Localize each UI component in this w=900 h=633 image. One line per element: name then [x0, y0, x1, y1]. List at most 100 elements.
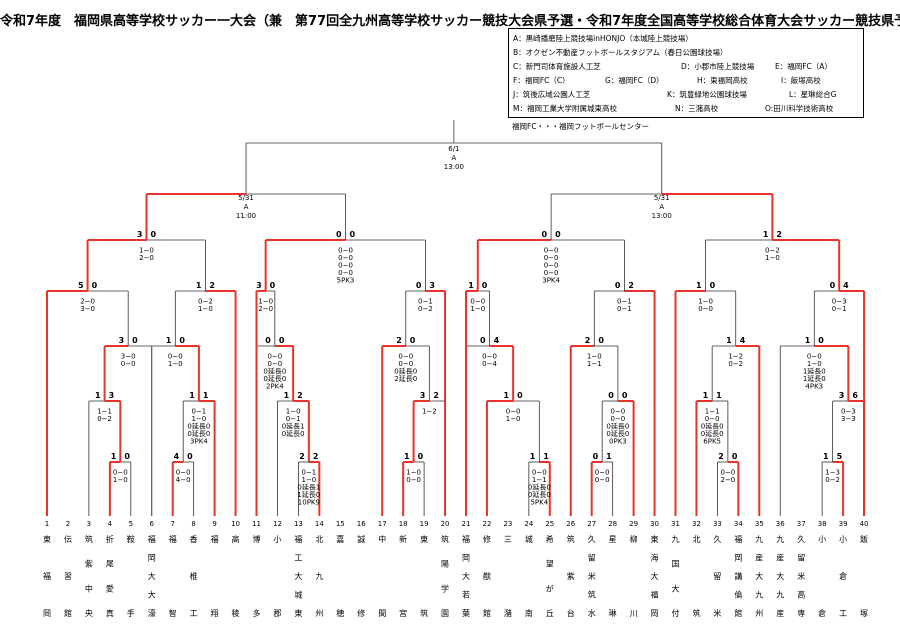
semi-date: 5/31 [238, 194, 254, 202]
score-detail: 1−0 [587, 353, 602, 361]
score-detail: 3PK4 [542, 277, 560, 285]
score-left: 1 [468, 281, 474, 290]
score-detail: 0−0 [506, 408, 521, 416]
team-name-char: 工 [190, 609, 198, 618]
score-left: 2 [396, 336, 402, 345]
score-detail: 1−0 [168, 360, 183, 368]
team-name-char: 稜 [232, 609, 240, 618]
score-detail: 0−1 [286, 415, 301, 423]
team-name-char: 筑 [441, 534, 449, 544]
team-name-char: 九 [755, 535, 763, 544]
team-name-char: 岡 [462, 554, 470, 563]
team-name-char: 伝 [64, 534, 72, 544]
score-left: 3 [137, 230, 143, 239]
team-name-char: 筑 [692, 608, 700, 618]
score-detail: 1延長0 [803, 374, 826, 383]
score-right: 2 [209, 281, 215, 290]
team-name-char: 博 [253, 534, 261, 544]
score-detail: 1−0 [258, 298, 273, 306]
score-right: 0 [710, 281, 716, 290]
score-detail: 1−0 [506, 415, 521, 423]
score-detail: 3PK4 [190, 438, 208, 446]
score-left: 2 [299, 452, 305, 461]
team-name-char: 川 [630, 609, 638, 618]
score-left: 0 [480, 336, 486, 345]
team-name-char: 水 [588, 608, 596, 618]
team-name-char: 琳 [609, 608, 617, 618]
score-right: 2 [313, 452, 319, 461]
score-detail: 1−1 [587, 360, 602, 368]
score-right: 0 [187, 452, 193, 461]
score-detail: 0−0 [720, 469, 735, 477]
score-detail: 0−2 [97, 415, 112, 423]
team-name-char: 大 [755, 571, 763, 581]
score-right: 0 [279, 336, 285, 345]
score-right: 0 [270, 281, 276, 290]
team-name-char: 福 [294, 535, 302, 544]
score-detail: 0−0 [595, 476, 610, 484]
team-number: 24 [524, 520, 533, 528]
score-detail: 1−1 [532, 476, 547, 484]
team-name-char: 岡 [43, 609, 51, 618]
team-name-char: 小 [273, 535, 281, 544]
score-detail: 1−0 [301, 476, 316, 484]
score-right: 0 [92, 281, 98, 290]
score-right: 4 [740, 336, 746, 345]
team-name-char: 館 [483, 608, 491, 618]
team-name-char: 郡 [273, 608, 281, 618]
team-number: 21 [462, 520, 471, 528]
score-right: 0 [555, 230, 561, 239]
score-left: 0 [615, 281, 621, 290]
score-detail: 0延長0 [187, 429, 210, 438]
score-left: 3 [839, 391, 845, 400]
score-right: 0 [598, 336, 604, 345]
score-detail: 1−0 [286, 408, 301, 416]
score-detail: 0−2 [765, 247, 780, 255]
score-detail: 0−0 [532, 469, 547, 477]
score-detail: 1−0 [198, 305, 213, 313]
score-left: 0 [542, 230, 548, 239]
legend-entry: E：福岡FC（A） [775, 62, 832, 71]
score-right: 2 [297, 391, 303, 400]
legend-entry: J：筑後広域公園人工芝 [513, 90, 591, 99]
team-name-char: 米 [588, 571, 596, 581]
legend-entry: K：筑豊緑地公園球技場 [667, 90, 747, 99]
team-name-char: 倫 [734, 590, 742, 600]
team-number: 15 [336, 520, 345, 528]
team-name-char: 中 [85, 583, 93, 593]
score-detail: 2−0 [258, 305, 273, 313]
score-detail: 0延長0 [701, 429, 724, 438]
team-name-char: 専 [797, 608, 805, 618]
team-name-char: 台 [567, 608, 575, 618]
team-name-char: 筑 [588, 590, 596, 600]
team-name-char: 東 [294, 608, 302, 618]
score-detail: 1−2 [422, 408, 437, 416]
team-name-char: 福 [211, 535, 219, 544]
team-name-char: 香 [190, 534, 198, 544]
team-number: 30 [650, 520, 659, 528]
final-date: 6/1 [448, 145, 459, 153]
score-detail: 0−0 [544, 269, 559, 277]
team-number: 33 [713, 520, 722, 528]
team-number: 31 [671, 520, 680, 528]
score-left: 1 [703, 391, 709, 400]
team-name-char: 東 [651, 534, 659, 544]
score-detail: 0−0 [610, 408, 625, 416]
team-number: 20 [441, 520, 450, 528]
score-left: 5 [78, 281, 84, 290]
legend-entry: A：黒崎播磨陸上競技場inHONJO（本城陸上競技場） [513, 34, 693, 43]
team-name-char: 福 [148, 535, 156, 544]
score-left: 2 [718, 452, 724, 461]
team-name-char: 望 [546, 559, 554, 569]
score-detail: 0延長0 [187, 422, 210, 431]
team-name-char: 修 [357, 608, 365, 618]
score-detail: 0−0 [121, 360, 136, 368]
score-left: 0 [336, 230, 342, 239]
score-detail: 0−0 [338, 247, 353, 255]
score-right: 1 [606, 452, 612, 461]
score-detail: 1−0 [191, 415, 206, 423]
team-name-char: 九 [672, 535, 680, 544]
score-detail: 0延長0 [528, 490, 551, 499]
team-name-char: 産 [776, 608, 784, 618]
team-name-char: 講 [734, 571, 742, 581]
